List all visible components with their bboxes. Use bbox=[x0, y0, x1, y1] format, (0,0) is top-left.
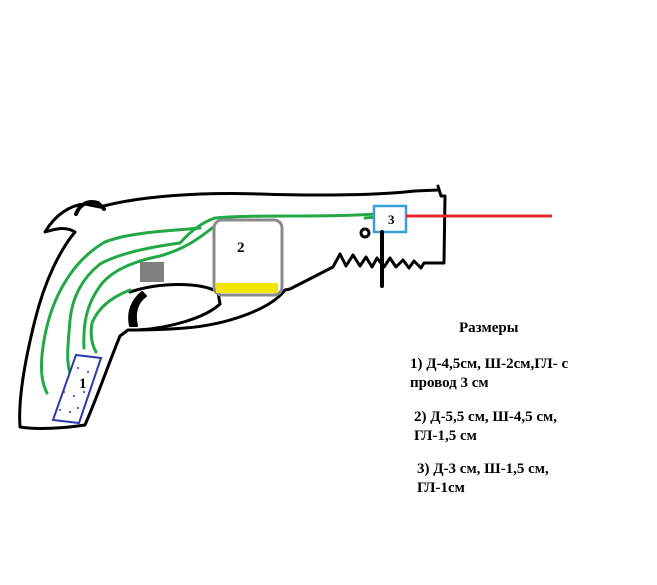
dimensions-item-3-line1: 3) Д-3 см, Ш-1,5 см, bbox=[417, 460, 637, 479]
dimensions-item-2: 2) Д-5,5 см, Ш-4,5 см, ГЛ-1,5 см bbox=[414, 408, 634, 446]
part-2-label: 2 bbox=[237, 240, 245, 256]
wire-outer bbox=[41, 228, 200, 393]
dimensions-item-1: 1) Д-4,5см, Ш-2см,ГЛ- с провод 3 см bbox=[410, 355, 640, 393]
wire-lower bbox=[91, 290, 130, 352]
part-2-battery: 2 bbox=[214, 220, 282, 295]
module-1-box bbox=[53, 355, 101, 423]
dimensions-item-2-line1: 2) Д-5,5 см, Ш-4,5 см, bbox=[414, 408, 634, 427]
battery-fill bbox=[216, 283, 278, 293]
dimensions-item-3: 3) Д-3 см, Ш-1,5 см, ГЛ-1см bbox=[417, 460, 637, 498]
trigger-guard bbox=[130, 285, 220, 331]
part-3-module: 3 bbox=[374, 206, 406, 232]
grey-block bbox=[140, 262, 164, 282]
dimensions-item-1-line2: провод 3 см bbox=[410, 374, 640, 393]
dimensions-item-2-line2: ГЛ-1,5 см bbox=[414, 427, 634, 446]
dimensions-title: Размеры bbox=[459, 319, 518, 338]
part-1-label: 1 bbox=[79, 376, 87, 392]
dimensions-item-3-line2: ГЛ-1см bbox=[417, 479, 637, 498]
dimensions-item-1-line1: 1) Д-4,5см, Ш-2см,ГЛ- с bbox=[410, 355, 640, 374]
part-1-module: 1 bbox=[53, 355, 101, 423]
trigger bbox=[129, 292, 146, 326]
part-3-label: 3 bbox=[388, 212, 395, 227]
